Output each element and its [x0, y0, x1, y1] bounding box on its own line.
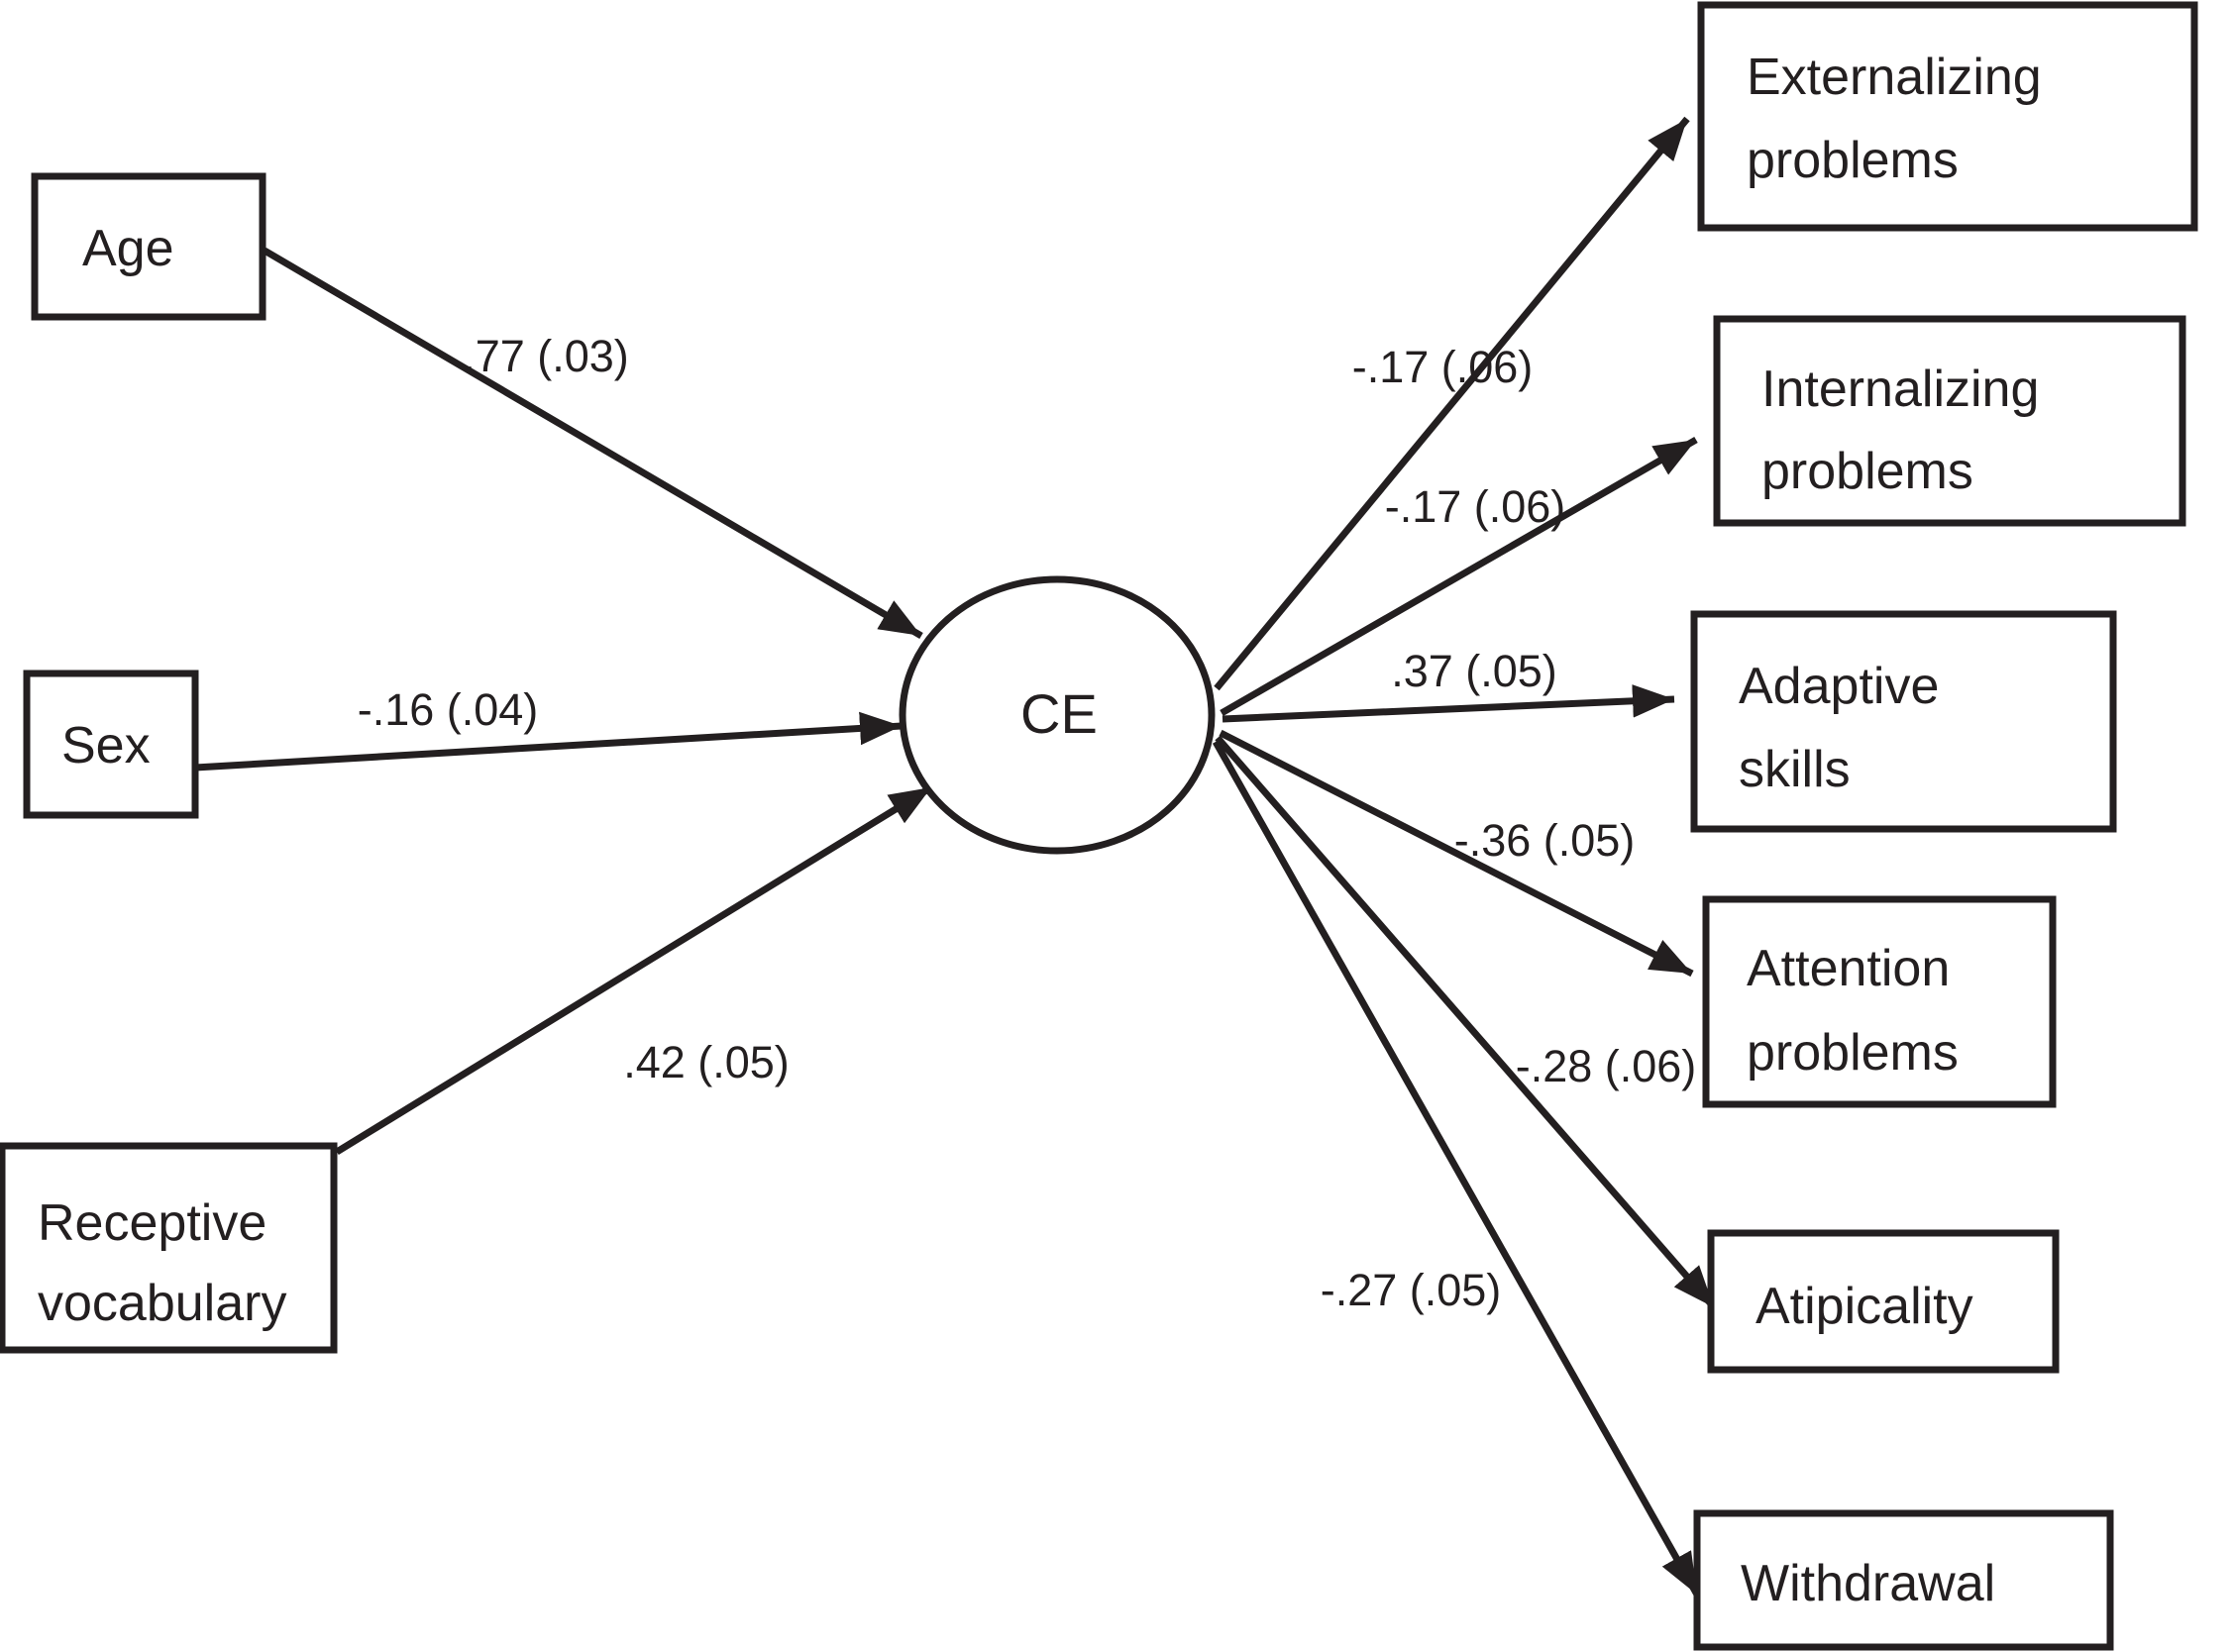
age-box	[31, 172, 266, 321]
adaptive-skills-label: Adaptive skills	[1739, 658, 1954, 798]
coef-sex-ce: -.16 (.04)	[358, 684, 539, 735]
externalizing-problems-label: Externalizing problems	[1747, 49, 2056, 189]
path-ce-to-externalizing-problems	[1214, 116, 1690, 691]
receptive-vocabulary-box	[0, 1142, 338, 1354]
receptive-vocabulary-label: Receptive vocabulary	[38, 1194, 286, 1332]
sex-box	[23, 670, 199, 819]
coef-ce-externalizing-problems: -.17 (.06)	[1352, 342, 1534, 392]
withdrawal-box	[1693, 1509, 2114, 1651]
attention-problems-label: Attention problems	[1747, 940, 1965, 1082]
adaptive-skills-box	[1690, 610, 2117, 833]
coef-ce-attention-problems: -.36 (.05)	[1454, 815, 1636, 866]
sex-label: Sex	[61, 717, 151, 774]
age-label: Age	[82, 220, 174, 277]
atipicality-box	[1707, 1229, 2060, 1374]
path-ce-to-withdrawal	[1212, 740, 1701, 1597]
path-ce-to-adaptive-skills	[1222, 684, 1675, 723]
internalizing-problems-label: Internalizing problems	[1761, 361, 2054, 500]
path-ce-to-attention-problems	[1219, 729, 1694, 978]
ce-ellipse	[899, 575, 1216, 855]
atipicality-label: Atipicality	[1755, 1278, 1973, 1335]
coef-age-ce: .77 (.03)	[463, 331, 629, 381]
coef-receptive-vocabulary-ce: .42 (.05)	[623, 1037, 790, 1087]
internalizing-problems-box	[1713, 315, 2186, 527]
externalizing-problems-box	[1697, 1, 2198, 232]
ce-label: CE	[1020, 682, 1098, 745]
coef-ce-atipicality: -.28 (.06)	[1516, 1041, 1697, 1091]
withdrawal-label: Withdrawal	[1741, 1555, 1995, 1612]
path-ce-to-atipicality	[1215, 735, 1717, 1310]
coef-ce-adaptive-skills: .37 (.05)	[1391, 646, 1557, 696]
path-sex-to-ce	[194, 711, 903, 772]
coef-ce-internalizing-problems: -.17 (.06)	[1385, 481, 1566, 532]
attention-problems-box	[1702, 895, 2057, 1108]
coef-ce-withdrawal: -.27 (.05)	[1321, 1265, 1502, 1315]
path-age-to-ce	[263, 247, 923, 640]
path-receptive-vocabulary-to-ce	[335, 784, 933, 1155]
path-ce-to-internalizing-problems	[1220, 436, 1698, 717]
